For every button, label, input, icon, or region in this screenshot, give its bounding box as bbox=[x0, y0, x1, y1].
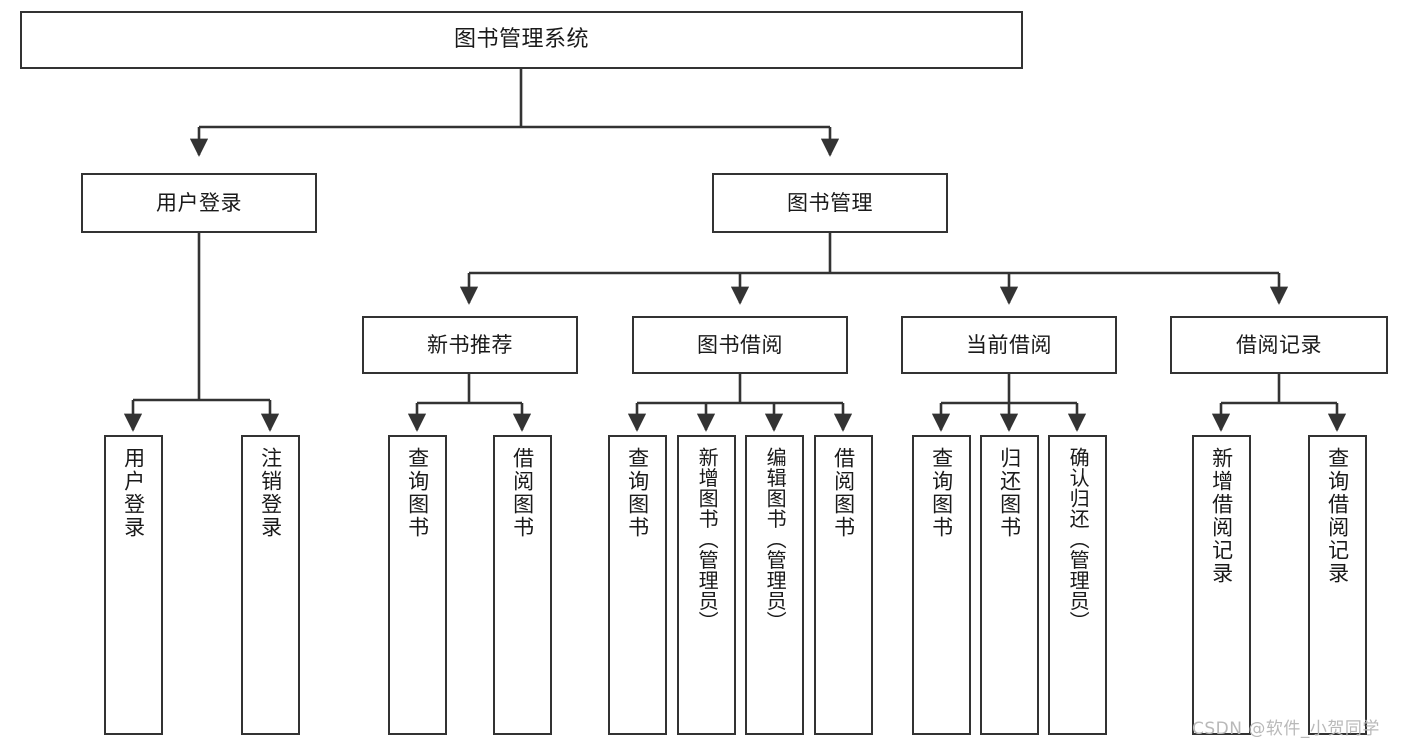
node-root-book-management-system[interactable]: 图书管理系统 bbox=[20, 11, 1023, 69]
leaf-logout-login[interactable]: 注销登录 bbox=[241, 435, 300, 735]
node-label: 新增图书（管理员） bbox=[695, 447, 720, 632]
node-label: 用户登录 bbox=[121, 447, 146, 539]
node-label: 查询图书 bbox=[929, 447, 954, 539]
node-label: 借阅记录 bbox=[1236, 332, 1322, 357]
node-label: 用户登录 bbox=[156, 190, 242, 215]
leaf-borrow-book[interactable]: 借阅图书 bbox=[814, 435, 873, 735]
leaf-return-book[interactable]: 归还图书 bbox=[980, 435, 1039, 735]
node-book-borrow[interactable]: 图书借阅 bbox=[632, 316, 848, 374]
leaf-confirm-return-admin[interactable]: 确认归还（管理员） bbox=[1048, 435, 1107, 735]
node-label: 图书管理系统 bbox=[453, 27, 589, 53]
node-label: 当前借阅 bbox=[966, 332, 1052, 357]
node-label: 确认归还（管理员） bbox=[1066, 447, 1091, 632]
node-label: 编辑图书（管理员） bbox=[763, 447, 788, 632]
node-label: 借阅图书 bbox=[831, 447, 856, 539]
leaf-user-login[interactable]: 用户登录 bbox=[104, 435, 163, 735]
node-label: 注销登录 bbox=[258, 447, 283, 539]
node-label: 查询借阅记录 bbox=[1325, 447, 1350, 585]
leaf-query-book-recommend[interactable]: 查询图书 bbox=[388, 435, 447, 735]
node-label: 图书借阅 bbox=[697, 332, 783, 357]
node-borrow-record[interactable]: 借阅记录 bbox=[1170, 316, 1388, 374]
leaf-edit-book-admin[interactable]: 编辑图书（管理员） bbox=[745, 435, 804, 735]
node-label: 查询图书 bbox=[405, 447, 430, 539]
csdn-watermark: CSDN @软件_小贺同学 bbox=[1192, 719, 1380, 739]
node-label: 借阅图书 bbox=[510, 447, 535, 539]
node-label: 查询图书 bbox=[625, 447, 650, 539]
node-book-management[interactable]: 图书管理 bbox=[712, 173, 948, 233]
leaf-query-borrow-record[interactable]: 查询借阅记录 bbox=[1308, 435, 1367, 735]
node-new-book-recommend[interactable]: 新书推荐 bbox=[362, 316, 578, 374]
node-current-borrow[interactable]: 当前借阅 bbox=[901, 316, 1117, 374]
leaf-borrow-book-recommend[interactable]: 借阅图书 bbox=[493, 435, 552, 735]
node-label: 图书管理 bbox=[787, 190, 873, 215]
leaf-add-borrow-record[interactable]: 新增借阅记录 bbox=[1192, 435, 1251, 735]
leaf-add-book-admin[interactable]: 新增图书（管理员） bbox=[677, 435, 736, 735]
node-label: 新书推荐 bbox=[427, 332, 513, 357]
leaf-query-book-borrow[interactable]: 查询图书 bbox=[608, 435, 667, 735]
node-user-login[interactable]: 用户登录 bbox=[81, 173, 317, 233]
node-label: 归还图书 bbox=[997, 447, 1022, 539]
leaf-query-book-current[interactable]: 查询图书 bbox=[912, 435, 971, 735]
node-label: 新增借阅记录 bbox=[1209, 447, 1234, 585]
